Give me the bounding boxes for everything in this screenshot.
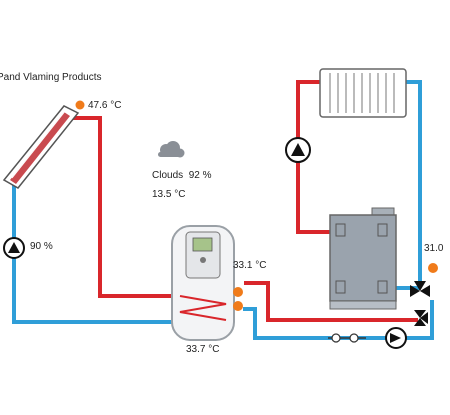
weather-condition: Clouds 92 %	[152, 170, 212, 181]
collector-sensor	[75, 100, 85, 110]
heat-exchanger-coil	[179, 295, 227, 321]
heating-circuit-sensor	[428, 263, 438, 273]
heating-circuit-temperature: 31.0	[424, 243, 444, 254]
site-title: Pand Vlaming Products	[0, 72, 102, 83]
distribution-pump[interactable]	[385, 327, 407, 349]
controller-display	[192, 237, 213, 252]
cloud-cover: 92 %	[188, 170, 212, 181]
solar-pump-speed: 90 %	[30, 241, 53, 252]
storage-tank	[171, 225, 235, 341]
boiler	[329, 207, 397, 310]
collector-temperature: 47.6 °C	[88, 100, 122, 111]
solar-collector	[2, 105, 80, 189]
radiator-return-pipe	[405, 80, 422, 285]
tank-upper-sensor	[233, 287, 243, 297]
outdoor-temperature: 13.5 °C	[152, 189, 186, 200]
tank-boiler-return-pipe	[244, 281, 418, 322]
tank-bottom-temperature: 33.7 °C	[186, 344, 220, 355]
tank-lower-sensor	[233, 301, 243, 311]
flow-meter	[328, 333, 366, 343]
weather-condition-label: Clouds	[152, 170, 184, 181]
heating-pump[interactable]	[285, 137, 311, 163]
cloud-icon	[158, 141, 185, 158]
three-way-valve-lower[interactable]	[414, 310, 428, 326]
controller-knob[interactable]	[200, 257, 206, 263]
solar-pump[interactable]	[3, 237, 25, 259]
distribution-return-pipe	[243, 300, 434, 340]
radiator	[319, 68, 407, 118]
three-way-valve-upper[interactable]	[410, 281, 430, 297]
tank-upper-temperature: 33.1 °C	[233, 260, 267, 271]
